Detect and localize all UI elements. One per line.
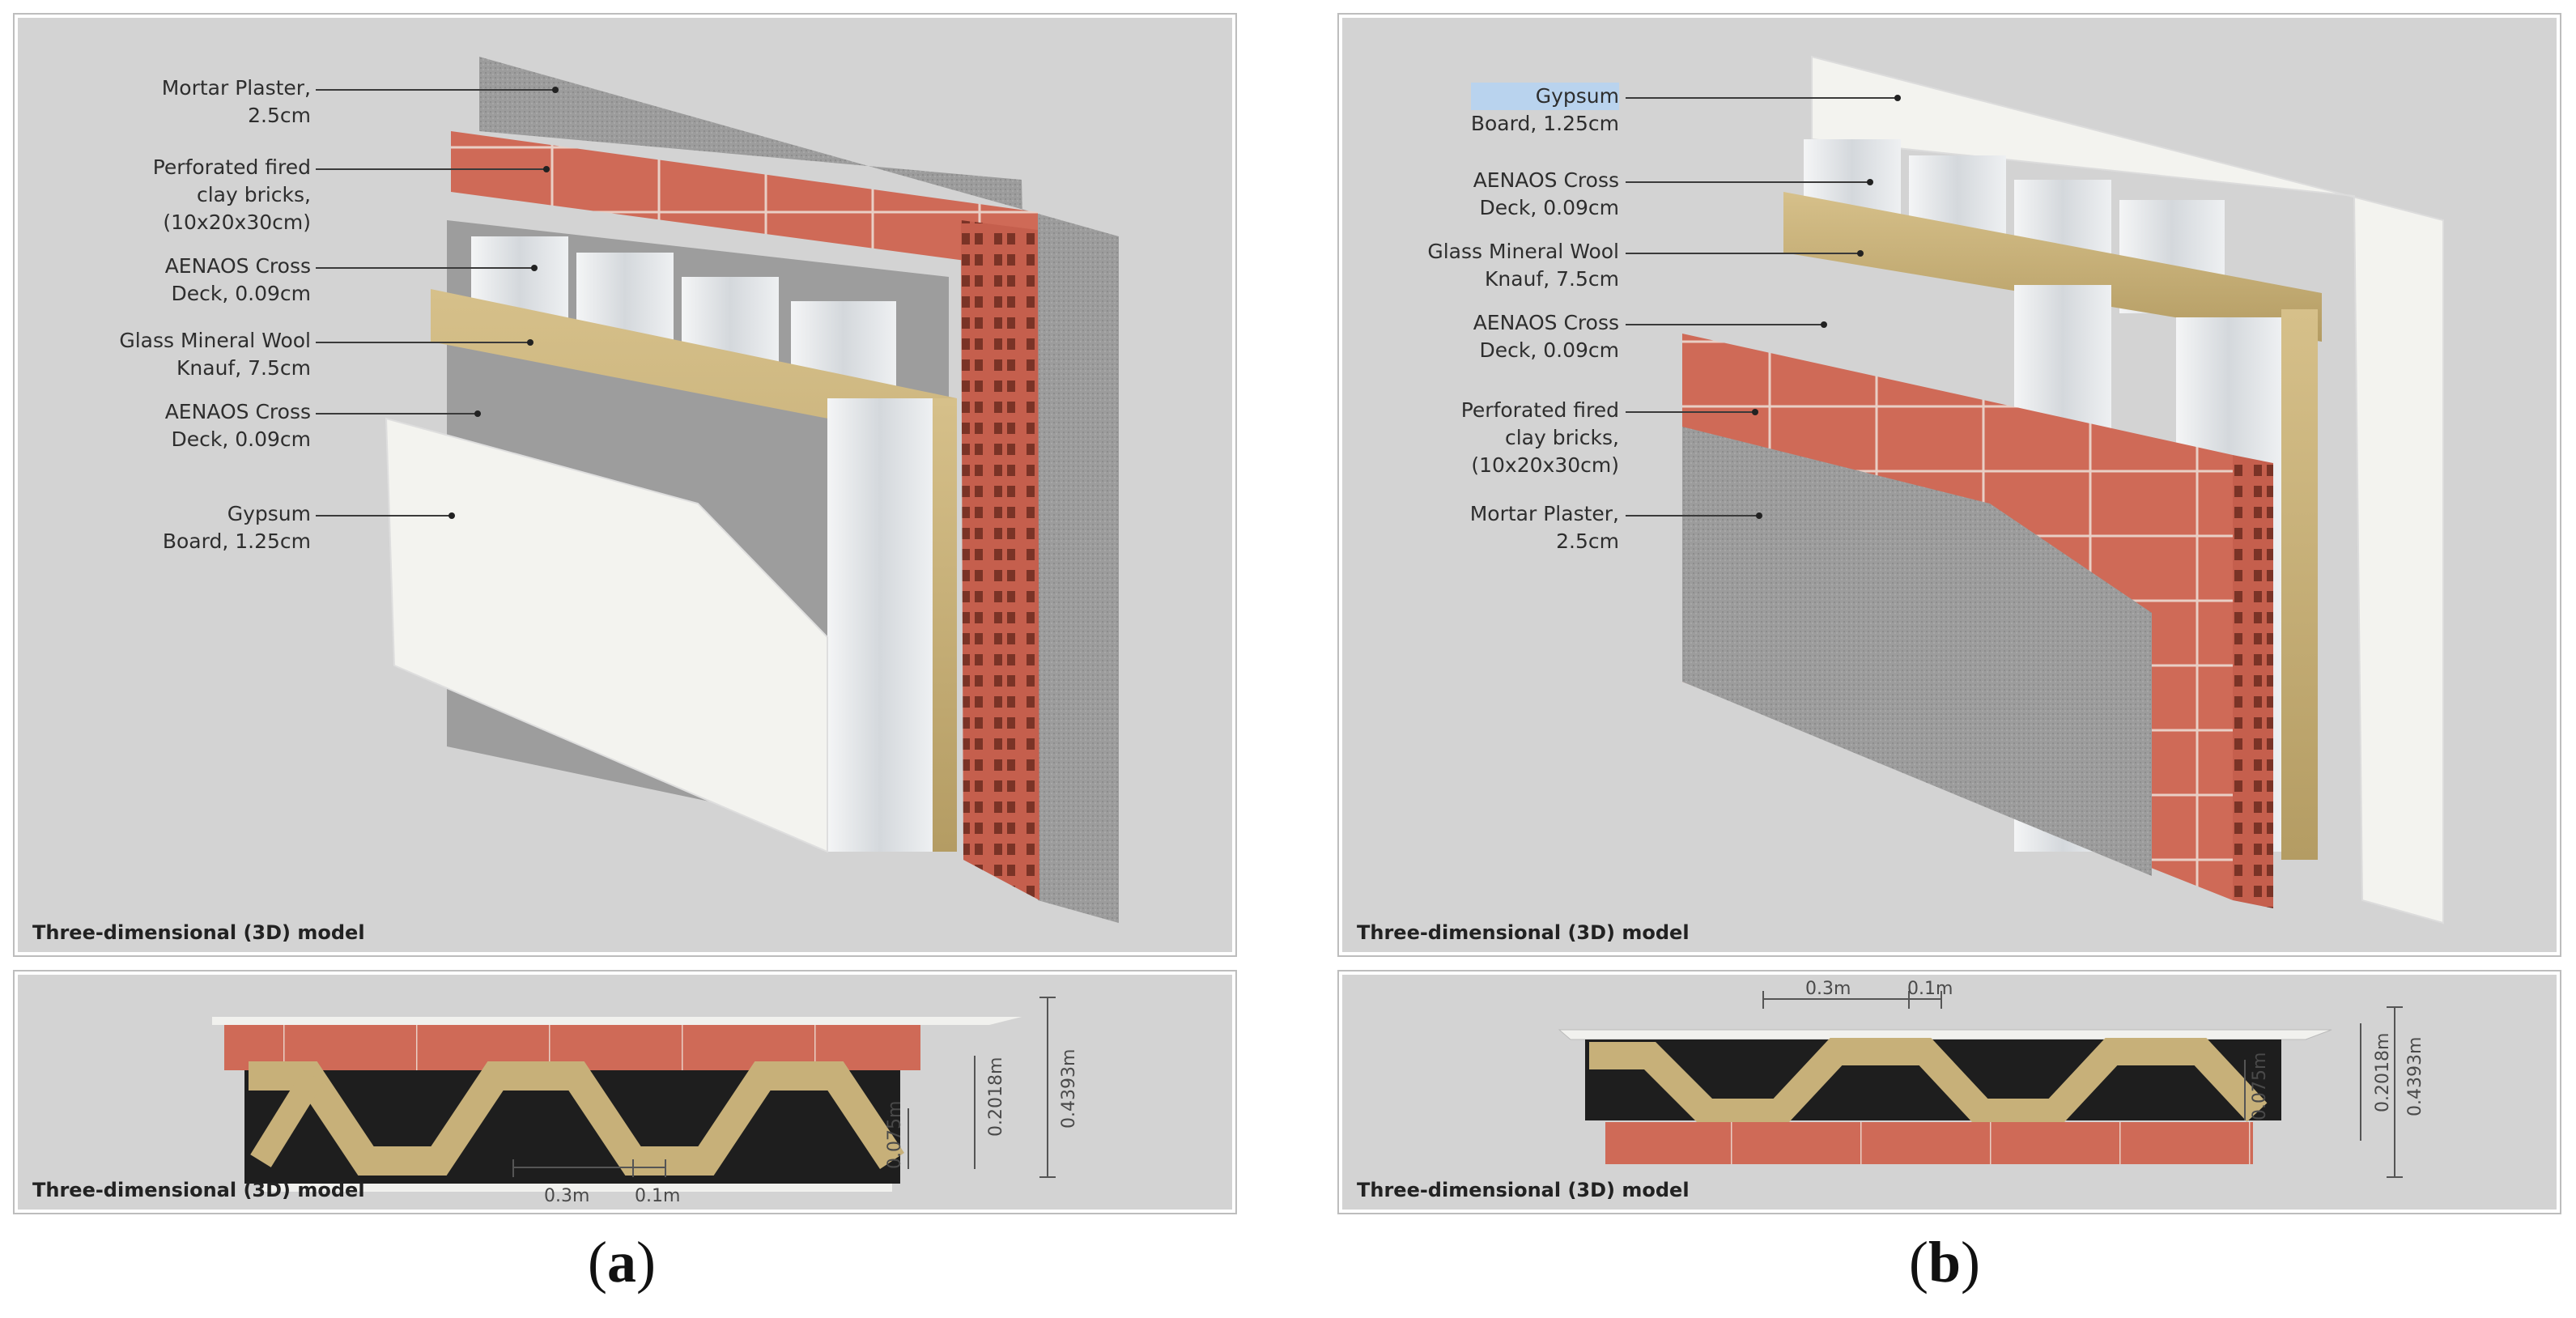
dim-b-d3: 0.075m [2250, 1052, 2270, 1120]
plan-truss-core [244, 1061, 904, 1184]
leader-mortar-plaster-b [1626, 512, 1762, 519]
caption-top-b: Three-dimensional (3D) model [1357, 921, 1690, 944]
panel-b-plan-illustration: 0.3m 0.1m 0.075m 0.2018m 0.4393m [1558, 979, 2425, 1178]
gypsum-board-shape [385, 417, 828, 853]
leader-perforated-bricks [316, 166, 550, 172]
leader-cross-deck-b2 [1626, 321, 1827, 328]
plan-b-dimensions [1762, 991, 2403, 1178]
dim-a-d4: 0.2018m [986, 1057, 1006, 1137]
dim-b-d5: 0.4393m [2405, 1037, 2425, 1116]
leader-mortar-plaster [316, 87, 559, 93]
leader-cross-deck-2 [316, 410, 481, 417]
panel-a-illustration [385, 57, 1119, 923]
dim-b-d2: 0.1m [1907, 979, 1953, 999]
dim-b-d4: 0.2018m [2373, 1033, 2393, 1112]
mortar-plaster-front [1682, 427, 2152, 876]
panel-b-plan-view: 0.3m 0.1m 0.075m 0.2018m 0.4393m Three-d… [1337, 970, 2561, 1214]
leader-cross-deck-1 [316, 265, 538, 271]
dim-a-d1: 0.3m [544, 1186, 589, 1206]
label-mortar-plaster: Mortar Plaster,2.5cm [161, 76, 311, 127]
brick-side-column [961, 220, 1039, 900]
leader-gypsum-board-b [1626, 95, 1901, 101]
plan-gypsum-bottom [261, 1184, 892, 1192]
dim-b-d1: 0.3m [1805, 979, 1851, 999]
panel-a-plan-illustration: 0.3m 0.1m 0.075m 0.2018m 0.4393m [212, 997, 1079, 1206]
sublabel-a: (a) [588, 1230, 656, 1295]
plan-b-gypsum-top [1558, 1029, 2332, 1040]
dim-a-d2: 0.1m [635, 1186, 680, 1206]
label-mortar-plaster-b: Mortar Plaster,2.5cm [1469, 502, 1619, 553]
leader-cross-deck-b1 [1626, 179, 1873, 185]
caption-bottom-a: Three-dimensional (3D) model [32, 1179, 365, 1201]
dim-a-d3: 0.075m [885, 1101, 905, 1169]
plan-b-brick-row [1605, 1122, 2253, 1164]
leader-perforated-bricks-b [1626, 409, 1758, 415]
caption-bottom-b: Three-dimensional (3D) model [1357, 1179, 1690, 1201]
panel-a-plan-view: 0.3m 0.1m 0.075m 0.2018m 0.4393m Three-d… [13, 970, 1237, 1214]
sublabel-b: (b) [1909, 1230, 1981, 1295]
plan-dimensions [512, 997, 1056, 1178]
plan-gypsum-top [212, 1017, 1022, 1025]
brick-side-column-b [2233, 455, 2273, 908]
leader-gypsum-board [316, 512, 455, 519]
mortar-plaster-shape [479, 57, 1119, 923]
brick-top-row [451, 131, 1038, 270]
leader-glass-mineral-wool [316, 339, 533, 346]
dim-a-d5: 0.4393m [1059, 1049, 1079, 1129]
caption-top-a: Three-dimensional (3D) model [32, 921, 365, 944]
plan-b-truss-core [1585, 1038, 2281, 1126]
leader-glass-mineral-wool-b [1626, 250, 1864, 257]
panel-b-illustration [1682, 55, 2444, 925]
